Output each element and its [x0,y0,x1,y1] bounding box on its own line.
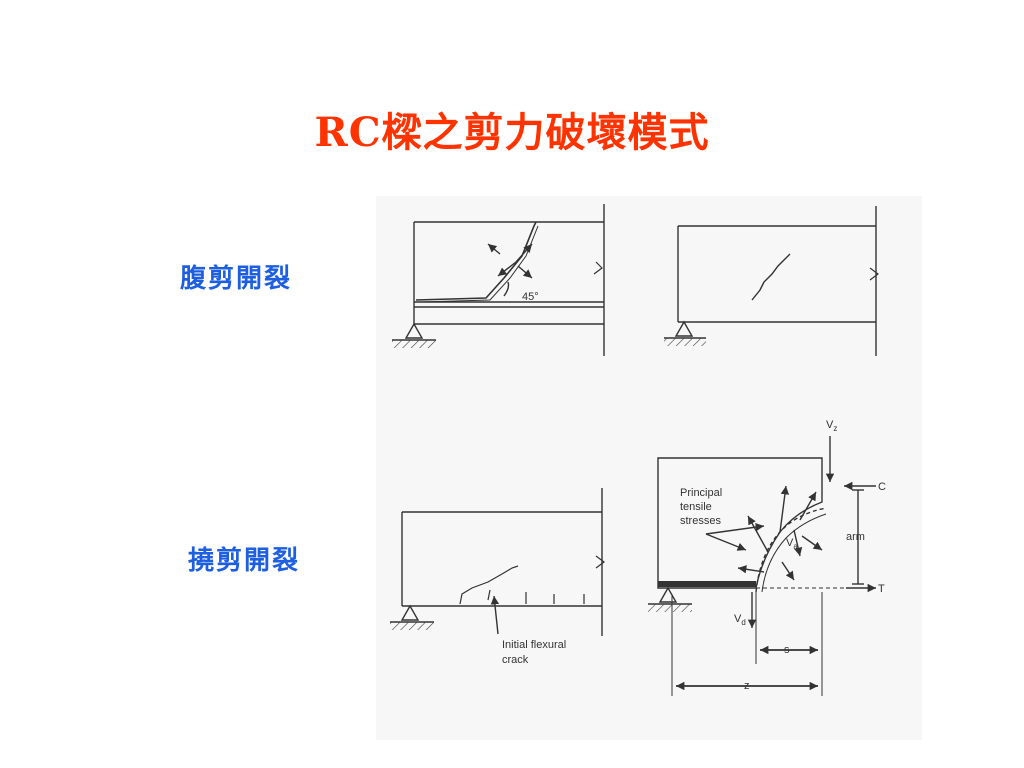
scan-background [376,196,922,740]
angle-label: 45° [522,291,539,303]
principal-label-1: Principal [680,487,722,499]
vd-label: Vd [734,613,746,627]
z-label: z [744,680,750,692]
free-body-labels: Principal tensile stresses Vz C arm T Va… [680,419,886,692]
web-shear-beam-with-steel [392,204,605,356]
s-label: s [784,644,790,656]
c-label: C [878,481,886,493]
flexure-shear-label: 撓剪開裂 [188,546,301,576]
web-shear-beam-plain [664,206,879,356]
flexure-shear-beam [390,488,605,636]
initial-crack-label-2: crack [502,654,529,666]
t-label: T [878,583,885,595]
slide-title: RC樑之剪力破壞模式 [314,109,710,156]
free-body-diagram [648,436,876,696]
arm-label: arm [846,531,865,543]
principal-label-3: stresses [680,515,721,527]
web-shear-label: 腹剪開裂 [180,264,293,294]
initial-crack-label-1: Initial flexural [502,639,566,651]
va-label: Va [786,537,798,551]
shear-failure-diagram: 45° Initial flexural crack [376,196,922,740]
principal-label-2: tensile [680,501,712,513]
vz-label: Vz [826,419,837,433]
